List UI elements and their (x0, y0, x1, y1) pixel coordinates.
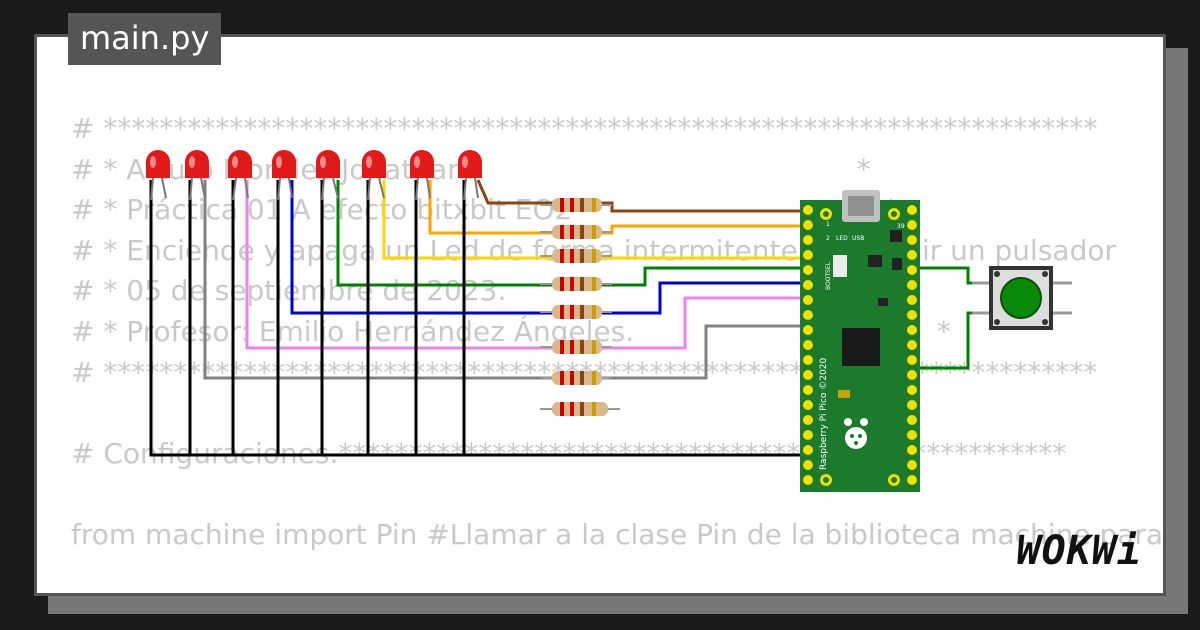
led (362, 150, 386, 201)
file-tab[interactable]: main.py (68, 13, 222, 65)
led-label: LED (836, 235, 848, 242)
led (185, 150, 209, 201)
led (316, 150, 340, 201)
led (410, 150, 434, 201)
wire-blue (290, 180, 815, 315)
raspberry-logo-icon (844, 418, 868, 449)
pin2-label: 2 (826, 235, 830, 242)
wire-violet (245, 180, 815, 350)
resistor (540, 305, 612, 319)
wire-yellow (382, 180, 815, 260)
wokwi-logo: WOKWi (1016, 528, 1142, 574)
resistor (540, 198, 612, 212)
wire-green (336, 180, 815, 287)
code-line: # **************************************… (71, 355, 1098, 389)
wire-button-bottom (910, 311, 990, 370)
code-line: # **************************************… (71, 112, 1098, 145)
resistor (540, 402, 620, 416)
led (458, 150, 482, 201)
resistor (540, 249, 612, 263)
resistor (540, 371, 612, 385)
bootsel-label: BOOTSEL (825, 261, 832, 290)
wire-ground (149, 180, 815, 457)
resistor-array (540, 198, 620, 416)
board-name: Raspberry Pi Pico ©2020 (819, 358, 829, 470)
raspberry-pi-pico[interactable]: 1 2 39 LED USB BOOTSEL Raspberry Pi Pico… (800, 190, 920, 492)
led-array[interactable] (146, 150, 482, 201)
pin1-label: 1 (826, 221, 830, 228)
pushbutton[interactable] (972, 266, 1072, 330)
wire-gray (203, 180, 815, 380)
wire-button-top (910, 266, 990, 285)
led (228, 150, 252, 201)
code-line: from machine import Pin #Llamar a la cla… (71, 517, 1164, 551)
code-line: # * Profesor: Emilio Hernández Ángeles. … (71, 314, 951, 348)
led (272, 150, 296, 201)
resistor (540, 225, 612, 239)
resistor (540, 340, 612, 354)
usb-label: USB (852, 235, 864, 242)
resistor (540, 277, 612, 291)
code-line: # * 05 de septiembre de 2023. * (71, 274, 895, 308)
led (146, 150, 170, 201)
wire-brown (476, 179, 815, 213)
pin39-label: 39 (897, 223, 905, 230)
wire-orange (428, 180, 815, 235)
pin-pads (803, 205, 917, 485)
